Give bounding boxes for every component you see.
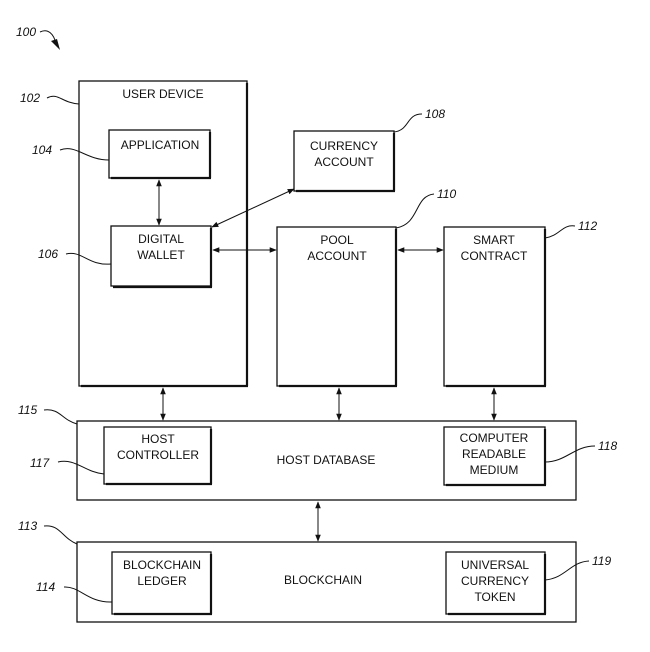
host-database-label: HOST DATABASE — [277, 453, 376, 467]
uct-label-line3: TOKEN — [474, 590, 515, 604]
user-device-ref: 102 — [20, 91, 40, 105]
digital-wallet-label-line2: WALLET — [137, 248, 185, 262]
host-controller-ref: 117 — [30, 456, 50, 470]
host-controller-label-line1: HOST — [141, 432, 175, 446]
pool-account-ref: 110 — [437, 187, 456, 201]
blockchain-label: BLOCKCHAIN — [284, 573, 362, 587]
host-database-ref-leader — [43, 409, 78, 425]
application-ref: 104 — [32, 143, 52, 157]
host-database-ref: 115 — [18, 403, 37, 417]
blockchain-ledger-ref: 114 — [36, 580, 55, 594]
uct-label-line2: CURRENCY — [461, 574, 529, 588]
pool-account-label-line2: ACCOUNT — [307, 249, 367, 263]
blockchain-ref-leader — [43, 525, 78, 545]
smart-contract-ref-leader — [544, 225, 576, 239]
blockchain-ledger-label-line1: BLOCKCHAIN — [123, 558, 201, 572]
crm-ref-leader — [544, 445, 596, 463]
uct-ref-leader — [544, 560, 590, 581]
blockchain-ledger-label-line2: LEDGER — [137, 574, 187, 588]
uct-label-line1: UNIVERSAL — [461, 558, 529, 572]
digital-wallet-box: DIGITAL WALLET — [110, 225, 213, 289]
application-box: APPLICATION — [108, 129, 212, 180]
host-controller-box: HOST CONTROLLER — [103, 426, 213, 486]
figure-ref-label: 100 — [16, 25, 36, 39]
user-device-label: USER DEVICE — [122, 87, 203, 101]
blockchain-ledger-ref-leader — [63, 586, 113, 603]
figure-ref-arrowhead — [51, 39, 60, 50]
smart-contract-label-line1: SMART — [473, 233, 515, 247]
digital-wallet-ref-leader — [65, 252, 112, 265]
smart-contract-box: SMART CONTRACT — [443, 226, 547, 388]
smart-contract-label-line2: CONTRACT — [461, 249, 528, 263]
currency-account-ref-leader — [393, 113, 423, 133]
currency-account-label-line1: CURRENCY — [310, 139, 378, 153]
smart-contract-ref: 112 — [578, 219, 597, 233]
blockchain-ref: 113 — [18, 519, 37, 533]
host-controller-ref-leader — [57, 460, 105, 475]
pool-account-ref-leader — [395, 193, 435, 229]
host-controller-label-line2: CONTROLLER — [117, 448, 199, 462]
currency-account-label-line2: ACCOUNT — [314, 155, 374, 169]
currency-account-ref: 108 — [425, 107, 445, 121]
digital-wallet-ref: 106 — [38, 247, 58, 261]
pool-account-label-line1: POOL — [320, 233, 354, 247]
connector-wallet-currency-account — [211, 188, 295, 228]
digital-wallet-label-line1: DIGITAL — [138, 232, 184, 246]
blockchain-ledger-box: BLOCKCHAIN LEDGER — [111, 551, 213, 616]
user-device-ref-leader — [46, 95, 80, 105]
currency-account-box: CURRENCY ACCOUNT — [293, 130, 396, 193]
uct-ref: 119 — [592, 554, 611, 568]
crm-ref: 118 — [598, 439, 617, 453]
application-label: APPLICATION — [121, 138, 199, 152]
crm-label-line1: COMPUTER — [460, 431, 529, 445]
universal-currency-token-box: UNIVERSAL CURRENCY TOKEN — [445, 551, 547, 616]
application-ref-leader — [59, 148, 110, 161]
computer-readable-medium-box: COMPUTER READABLE MEDIUM — [443, 426, 547, 487]
crm-label-line3: MEDIUM — [470, 463, 519, 477]
pool-account-box: POOL ACCOUNT — [276, 226, 398, 388]
crm-label-line2: READABLE — [462, 447, 526, 461]
